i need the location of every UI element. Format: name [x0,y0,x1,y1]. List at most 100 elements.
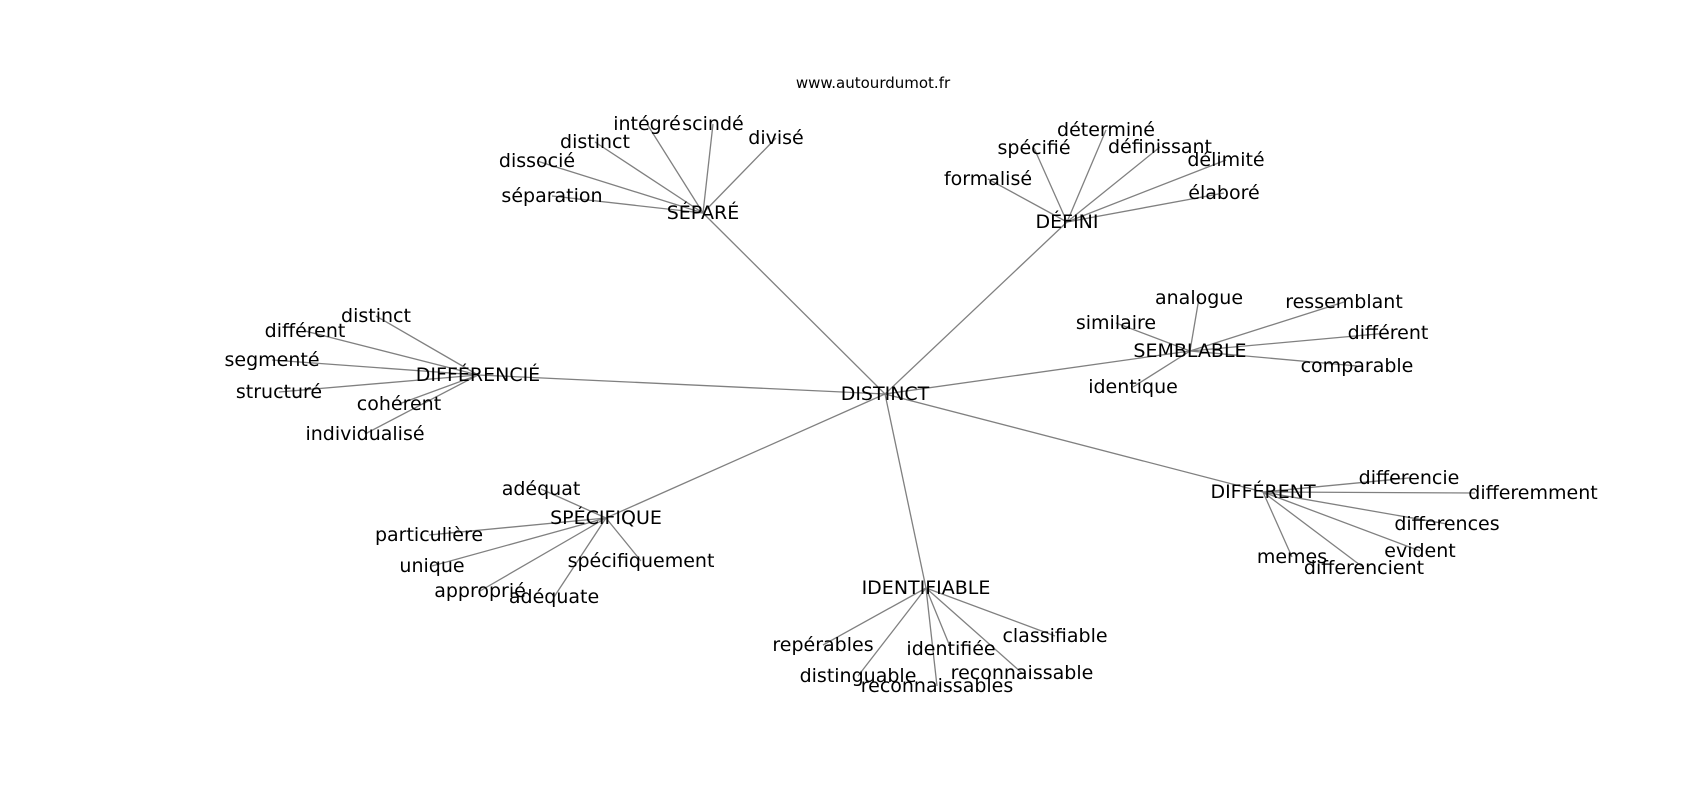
node-leaf-specifique-particuliere: particulière [375,524,483,546]
node-leaf-specifique-unique: unique [399,555,464,577]
edge-defini-defini-elabore [1066,192,1225,223]
node-leaf-semblable-analogue: analogue [1155,287,1243,309]
edge-specifique-specifique-particuliere [428,517,607,536]
edge-different-different-differences [1262,491,1448,525]
node-leaf-identifiable-distinguable: distinguable [800,665,917,687]
node-leaf-differencie-coherent: cohérent [357,393,441,415]
node-cluster-different: DIFFÉRENT [1210,480,1316,503]
node-cluster-separe: SÉPARÉ [667,201,740,224]
edge-differencie-differencie-segmente [271,359,479,376]
edge-distinct-differencie [477,374,886,395]
edge-specifique-specifique-approprie [479,517,607,592]
node-leaf-separe-separation: séparation [501,185,602,207]
node-leaf-defini-determine: déterminé [1057,119,1155,141]
node-leaf-defini-delimite: délimité [1187,149,1264,171]
node-cluster-differencie: DIFFÉRENCIÉ [416,363,540,386]
node-leaf-identifiable-reperables: repérables [772,634,873,656]
edge-different-different-differencie [1262,477,1410,493]
edge-separe-separe-distinct [594,141,704,214]
edge-identifiable-identifiable-reconnaissables [925,587,938,687]
node-cluster-defini: DÉFINI [1036,210,1099,233]
edge-separe-separe-divise [702,137,777,214]
edge-differencie-differencie-structure [278,374,479,393]
node-center-distinct: DISTINCT [841,383,930,405]
node-leaf-separe-dissocie: dissocié [499,150,575,172]
edge-semblable-semblable-comparable [1189,350,1358,367]
edge-separe-separe-dissocie [536,160,704,214]
graph-nodes: DISTINCT SÉPARÉ séparation dissocié distinct… [224,113,1597,697]
edge-identifiable-identifiable-reperables [822,587,927,646]
node-cluster-identifiable: IDENTIFIABLE [862,577,991,599]
node-leaf-specifique-adequate: adéquate [509,586,599,608]
node-cluster-semblable: SEMBLABLE [1133,340,1246,362]
node-leaf-identifiable-reconnaissable: reconnaissable [951,662,1094,684]
edge-distinct-separe [702,212,886,395]
edge-different-different-evident [1262,491,1421,552]
node-leaf-differencie-structure: structuré [236,381,322,403]
node-leaf-defini-definissant: définissant [1108,136,1212,158]
edge-separe-separe-separation [551,195,704,214]
node-leaf-separe-scinde: scindé [682,113,743,135]
edge-semblable-semblable-different [1189,332,1389,352]
graph-edges [271,123,1476,687]
edge-identifiable-identifiable-distinguable [857,587,927,677]
node-leaf-different-differencient: differencient [1304,557,1424,579]
node-leaf-identifiable-identifiee: identifiée [906,638,995,660]
node-leaf-different-differemment: differemment [1468,482,1597,504]
edge-distinct-specifique [605,393,886,519]
node-cluster-specifique: SPÉCIFIQUE [550,506,662,529]
edge-distinct-different [884,393,1264,493]
edge-differencie-differencie-different [304,330,479,376]
node-leaf-different-memes: memes [1257,546,1327,568]
edge-differencie-differencie-distinct [375,315,479,376]
edge-semblable-semblable-analogue [1189,297,1200,352]
edge-separe-separe-scinde [702,123,714,214]
node-leaf-differencie-segmente: segmenté [224,349,319,371]
edge-specifique-specifique-specifiquement [605,517,642,562]
edge-different-different-memes [1262,491,1293,558]
edge-distinct-semblable [884,350,1191,395]
edge-identifiable-identifiable-classifiable [925,587,1056,637]
node-leaf-differencie-individualise: individualisé [305,423,424,445]
node-leaf-semblable-identique: identique [1088,376,1178,398]
edge-semblable-semblable-similaire [1115,322,1191,352]
edge-identifiable-identifiable-reconnaissable [925,587,1023,674]
node-leaf-semblable-similaire: similaire [1076,312,1156,334]
node-leaf-defini-specifie: spécifié [997,137,1070,159]
edge-separe-separe-integre [646,123,704,214]
edge-differencie-differencie-coherent [398,374,479,405]
edge-defini-defini-specifie [1033,147,1068,223]
node-leaf-different-evident: evident [1384,540,1455,562]
node-leaf-defini-formalise: formalisé [944,168,1032,190]
edge-distinct-defini [884,221,1068,395]
node-leaf-specifique-approprie: approprié [434,580,526,602]
node-leaf-defini-elabore: élaboré [1188,182,1259,204]
site-url: www.autourdumot.fr [796,74,951,92]
edge-defini-defini-definissant [1066,146,1161,223]
edge-specifique-specifique-adequate [553,517,607,598]
node-leaf-different-differences: differences [1394,513,1499,535]
node-leaf-specifique-adequat: adéquat [502,478,581,500]
node-leaf-differencie-different: différent [265,320,346,342]
node-leaf-differencie-distinct: distinct [341,305,411,327]
edge-defini-defini-delimite [1066,159,1227,223]
edge-specifique-specifique-adequat [540,488,607,519]
edge-different-different-differemment [1262,491,1476,494]
node-leaf-separe-divise: divisé [748,127,803,149]
edge-semblable-semblable-ressemblant [1189,301,1345,352]
edge-differencie-differencie-individualise [364,374,479,435]
node-leaf-separe-integre: intégré [613,113,681,135]
node-leaf-semblable-comparable: comparable [1301,355,1414,377]
node-leaf-specifique-specifiquement: spécifiquement [568,550,715,572]
edge-different-different-differencient [1262,491,1365,569]
edge-semblable-semblable-identique [1132,350,1191,388]
edge-distinct-identifiable [884,393,927,589]
node-leaf-semblable-different: différent [1348,322,1429,344]
node-leaf-semblable-ressemblant: ressemblant [1285,291,1403,313]
node-leaf-different-differencie: differencie [1359,467,1460,489]
node-leaf-identifiable-reconnaissables: reconnaissables [861,675,1014,697]
node-leaf-identifiable-classifiable: classifiable [1002,625,1107,647]
edge-identifiable-identifiable-identifiee [925,587,952,650]
edge-defini-defini-formalise [987,178,1068,223]
